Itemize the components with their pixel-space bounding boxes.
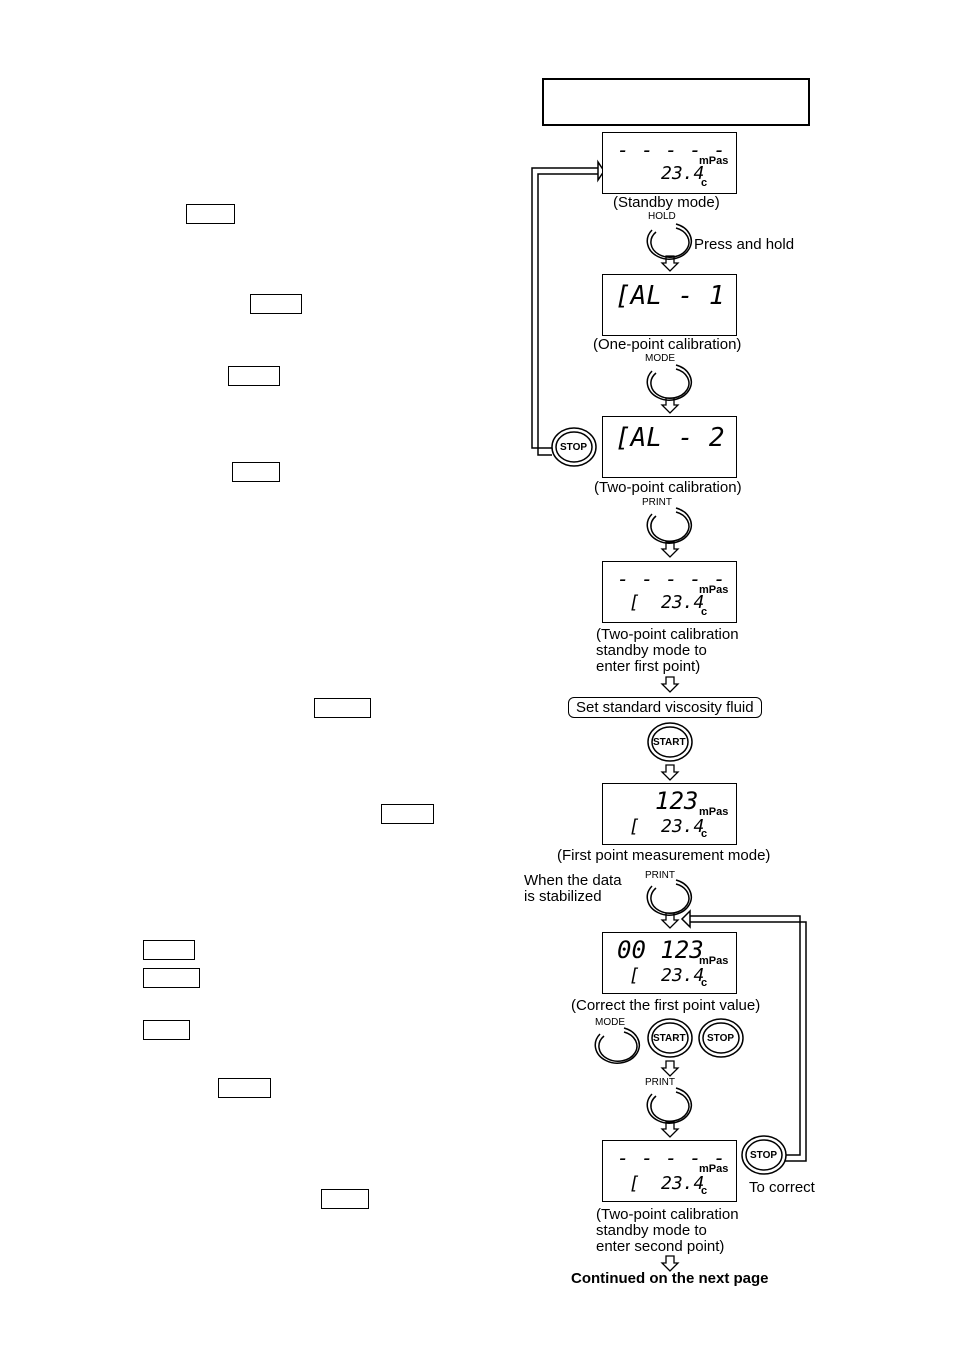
caption-two-point: (Two-point calibration) xyxy=(594,479,742,496)
lcd-temp-5: 23.4 xyxy=(661,1173,705,1194)
hold-button-label[interactable]: HOLD xyxy=(648,211,676,222)
caption-standby: (Standby mode) xyxy=(613,194,720,211)
stop-button-mid[interactable]: STOP xyxy=(707,1033,735,1044)
lcd-standby: - - - - - mPas 23.4 c xyxy=(602,132,737,194)
unit-c-2: c xyxy=(701,606,708,618)
lcd-c-marker-4: [ xyxy=(629,1173,640,1194)
lcd-c-marker-2: [ xyxy=(629,816,640,837)
lcd-value-123: 123 xyxy=(655,787,699,815)
unit-mpas-3: mPas xyxy=(699,806,729,818)
caption-first-measure: (First point measurement mode) xyxy=(557,847,771,864)
lcd-first-measure: 123 mPas [ 23.4 c xyxy=(602,783,737,845)
lcd-dashes-3: - - - - - xyxy=(617,1146,726,1170)
key-box-4 xyxy=(232,462,280,482)
caption-standby-first: (Two-point calibration standby mode to e… xyxy=(596,626,739,675)
caption-correct-first: (Correct the first point value) xyxy=(571,997,761,1014)
stop-button-right[interactable]: STOP xyxy=(750,1150,778,1161)
unit-mpas-5: mPas xyxy=(699,1163,729,1175)
print-button-label-3[interactable]: PRINT xyxy=(645,1077,675,1088)
print-button-label[interactable]: PRINT xyxy=(642,497,672,508)
caption-when-stable: When the data is stabilized xyxy=(524,872,622,905)
unit-mpas-2: mPas xyxy=(699,584,729,596)
unit-c-4: c xyxy=(701,977,708,989)
lcd-value-00123: 00 123 xyxy=(617,936,704,964)
caption-standby-second: (Two-point calibration standby mode to e… xyxy=(596,1206,739,1255)
set-fluid-label: Set standard viscosity fluid xyxy=(568,697,762,718)
start-button-2[interactable]: START xyxy=(653,1033,686,1044)
lcd-temp: 23.4 xyxy=(661,163,705,184)
caption-to-correct: To correct xyxy=(749,1179,815,1196)
section-title-box xyxy=(542,78,810,126)
key-box-8 xyxy=(143,968,200,988)
unit-c-5: c xyxy=(701,1185,708,1197)
print-button-label-2[interactable]: PRINT xyxy=(645,870,675,881)
key-box-6 xyxy=(381,804,434,824)
stop-button-left[interactable]: STOP xyxy=(560,442,588,453)
key-box-5 xyxy=(314,698,371,718)
lcd-cal1-text: [AL - 1 xyxy=(615,281,725,311)
key-box-2 xyxy=(250,294,302,314)
key-box-1 xyxy=(186,204,235,224)
lcd-standby-second: - - - - - mPas [ 23.4 c xyxy=(602,1140,737,1202)
lcd-dashes: - - - - - xyxy=(617,138,726,162)
mode-button-label[interactable]: MODE xyxy=(645,353,675,364)
caption-one-point: (One-point calibration) xyxy=(593,336,742,353)
lcd-c-marker-3: [ xyxy=(629,965,640,986)
key-box-3 xyxy=(228,366,280,386)
unit-mpas-4: mPas xyxy=(699,955,729,967)
lcd-temp-3: 23.4 xyxy=(661,816,705,837)
start-button-1[interactable]: START xyxy=(653,737,686,748)
key-box-9 xyxy=(143,1020,190,1040)
lcd-correct-first: 00 123 mPas [ 23.4 c xyxy=(602,932,737,994)
unit-c: c xyxy=(701,177,708,189)
key-box-7 xyxy=(143,940,195,960)
lcd-cal1: [AL - 1 xyxy=(602,274,737,336)
continued-next-page: Continued on the next page xyxy=(571,1270,769,1287)
unit-c-3: c xyxy=(701,828,708,840)
mode-button-label-2[interactable]: MODE xyxy=(595,1017,625,1028)
lcd-temp-4: 23.4 xyxy=(661,965,705,986)
lcd-cal2-text: [AL - 2 xyxy=(615,423,725,453)
lcd-temp-2: 23.4 xyxy=(661,592,705,613)
lcd-standby-first: - - - - - mPas [ 23.4 c xyxy=(602,561,737,623)
lcd-dashes-2: - - - - - xyxy=(617,567,726,591)
lcd-c-marker: [ xyxy=(629,592,640,613)
key-box-11 xyxy=(321,1189,369,1209)
key-box-10 xyxy=(218,1078,271,1098)
lcd-cal2: [AL - 2 xyxy=(602,416,737,478)
unit-mpas: mPas xyxy=(699,155,729,167)
caption-press-hold: Press and hold xyxy=(694,236,795,253)
